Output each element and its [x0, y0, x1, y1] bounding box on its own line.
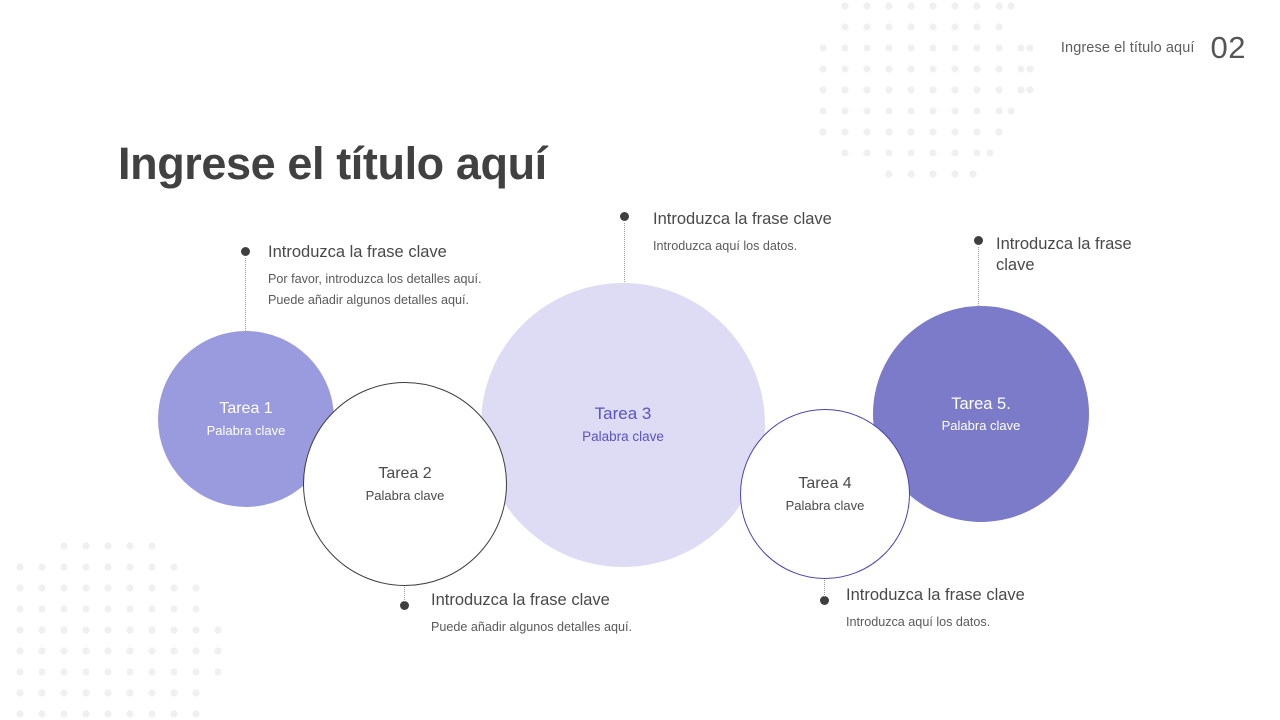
header-label: Ingrese el título aquí [1060, 39, 1195, 56]
connector-dotted-line [978, 247, 979, 308]
callout-5[interactable]: Introduzca la frase clave Introduzca aqu… [846, 585, 1086, 633]
slide-header: Ingrese el título aquí 02 [1061, 32, 1246, 63]
connector-dotted-line [624, 223, 625, 286]
task-circle-2-title: Tarea 2 [378, 465, 432, 483]
task-circle-3-title: Tarea 3 [594, 404, 652, 424]
connector-dotted-line [404, 584, 405, 602]
callout-4[interactable]: Introduzca la frase clave Puede añadir a… [431, 590, 681, 638]
task-circle-3[interactable]: Tarea 3 Palabra clave [481, 283, 765, 567]
connector-dot-icon [820, 596, 829, 605]
task-circle-4[interactable]: Tarea 4 Palabra clave [740, 409, 910, 579]
connector-dot-icon [400, 601, 409, 610]
connector-dot-icon [620, 212, 629, 221]
connector-dot-icon [974, 236, 983, 245]
task-circle-2-subtitle: Palabra clave [365, 487, 445, 503]
task-circle-5-subtitle: Palabra clave [941, 418, 1021, 434]
slide-page-number: 02 [1210, 30, 1246, 65]
task-circle-4-title: Tarea 4 [798, 475, 852, 493]
task-circle-5[interactable]: Tarea 5. Palabra clave [873, 306, 1089, 522]
task-circle-5-title: Tarea 5. [951, 394, 1011, 413]
decorative-dot-grid-top-right [815, 0, 1045, 191]
callout-2-body: Introduzca aquí los datos. [653, 239, 798, 254]
callout-1[interactable]: Introduzca la frase clave Por favor, int… [268, 242, 518, 310]
callout-2[interactable]: Introduzca la frase clave Introduzca aqu… [653, 209, 893, 257]
callout-2-title: Introduzca la frase clave [653, 210, 832, 228]
task-circle-3-subtitle: Palabra clave [582, 429, 664, 445]
task-circle-4-subtitle: Palabra clave [785, 497, 865, 513]
callout-3[interactable]: Introduzca la frase clave [996, 234, 1156, 282]
callout-1-title: Introduzca la frase clave [268, 243, 447, 261]
task-circle-1[interactable]: Tarea 1 Palabra clave [158, 331, 334, 507]
callout-4-body: Puede añadir algunos detalles aquí. [431, 620, 632, 635]
connector-dotted-line [245, 258, 246, 347]
callout-5-body: Introduzca aquí los datos. [846, 615, 991, 630]
callout-5-title: Introduzca la frase clave [846, 586, 1025, 604]
callout-4-title: Introduzca la frase clave [431, 591, 610, 609]
task-circle-1-title: Tarea 1 [219, 400, 273, 418]
page-title: Ingrese el título aquí [118, 138, 547, 190]
connector-dot-icon [241, 247, 250, 256]
connector-dotted-line [824, 578, 825, 597]
decorative-dot-grid-bottom-left [8, 538, 258, 720]
task-circle-1-subtitle: Palabra clave [206, 422, 286, 438]
callout-3-title: Introduzca la frase clave [996, 235, 1132, 275]
task-circle-2[interactable]: Tarea 2 Palabra clave [303, 382, 507, 586]
callout-1-body: Por favor, introduzca los detalles aquí.… [268, 272, 482, 307]
